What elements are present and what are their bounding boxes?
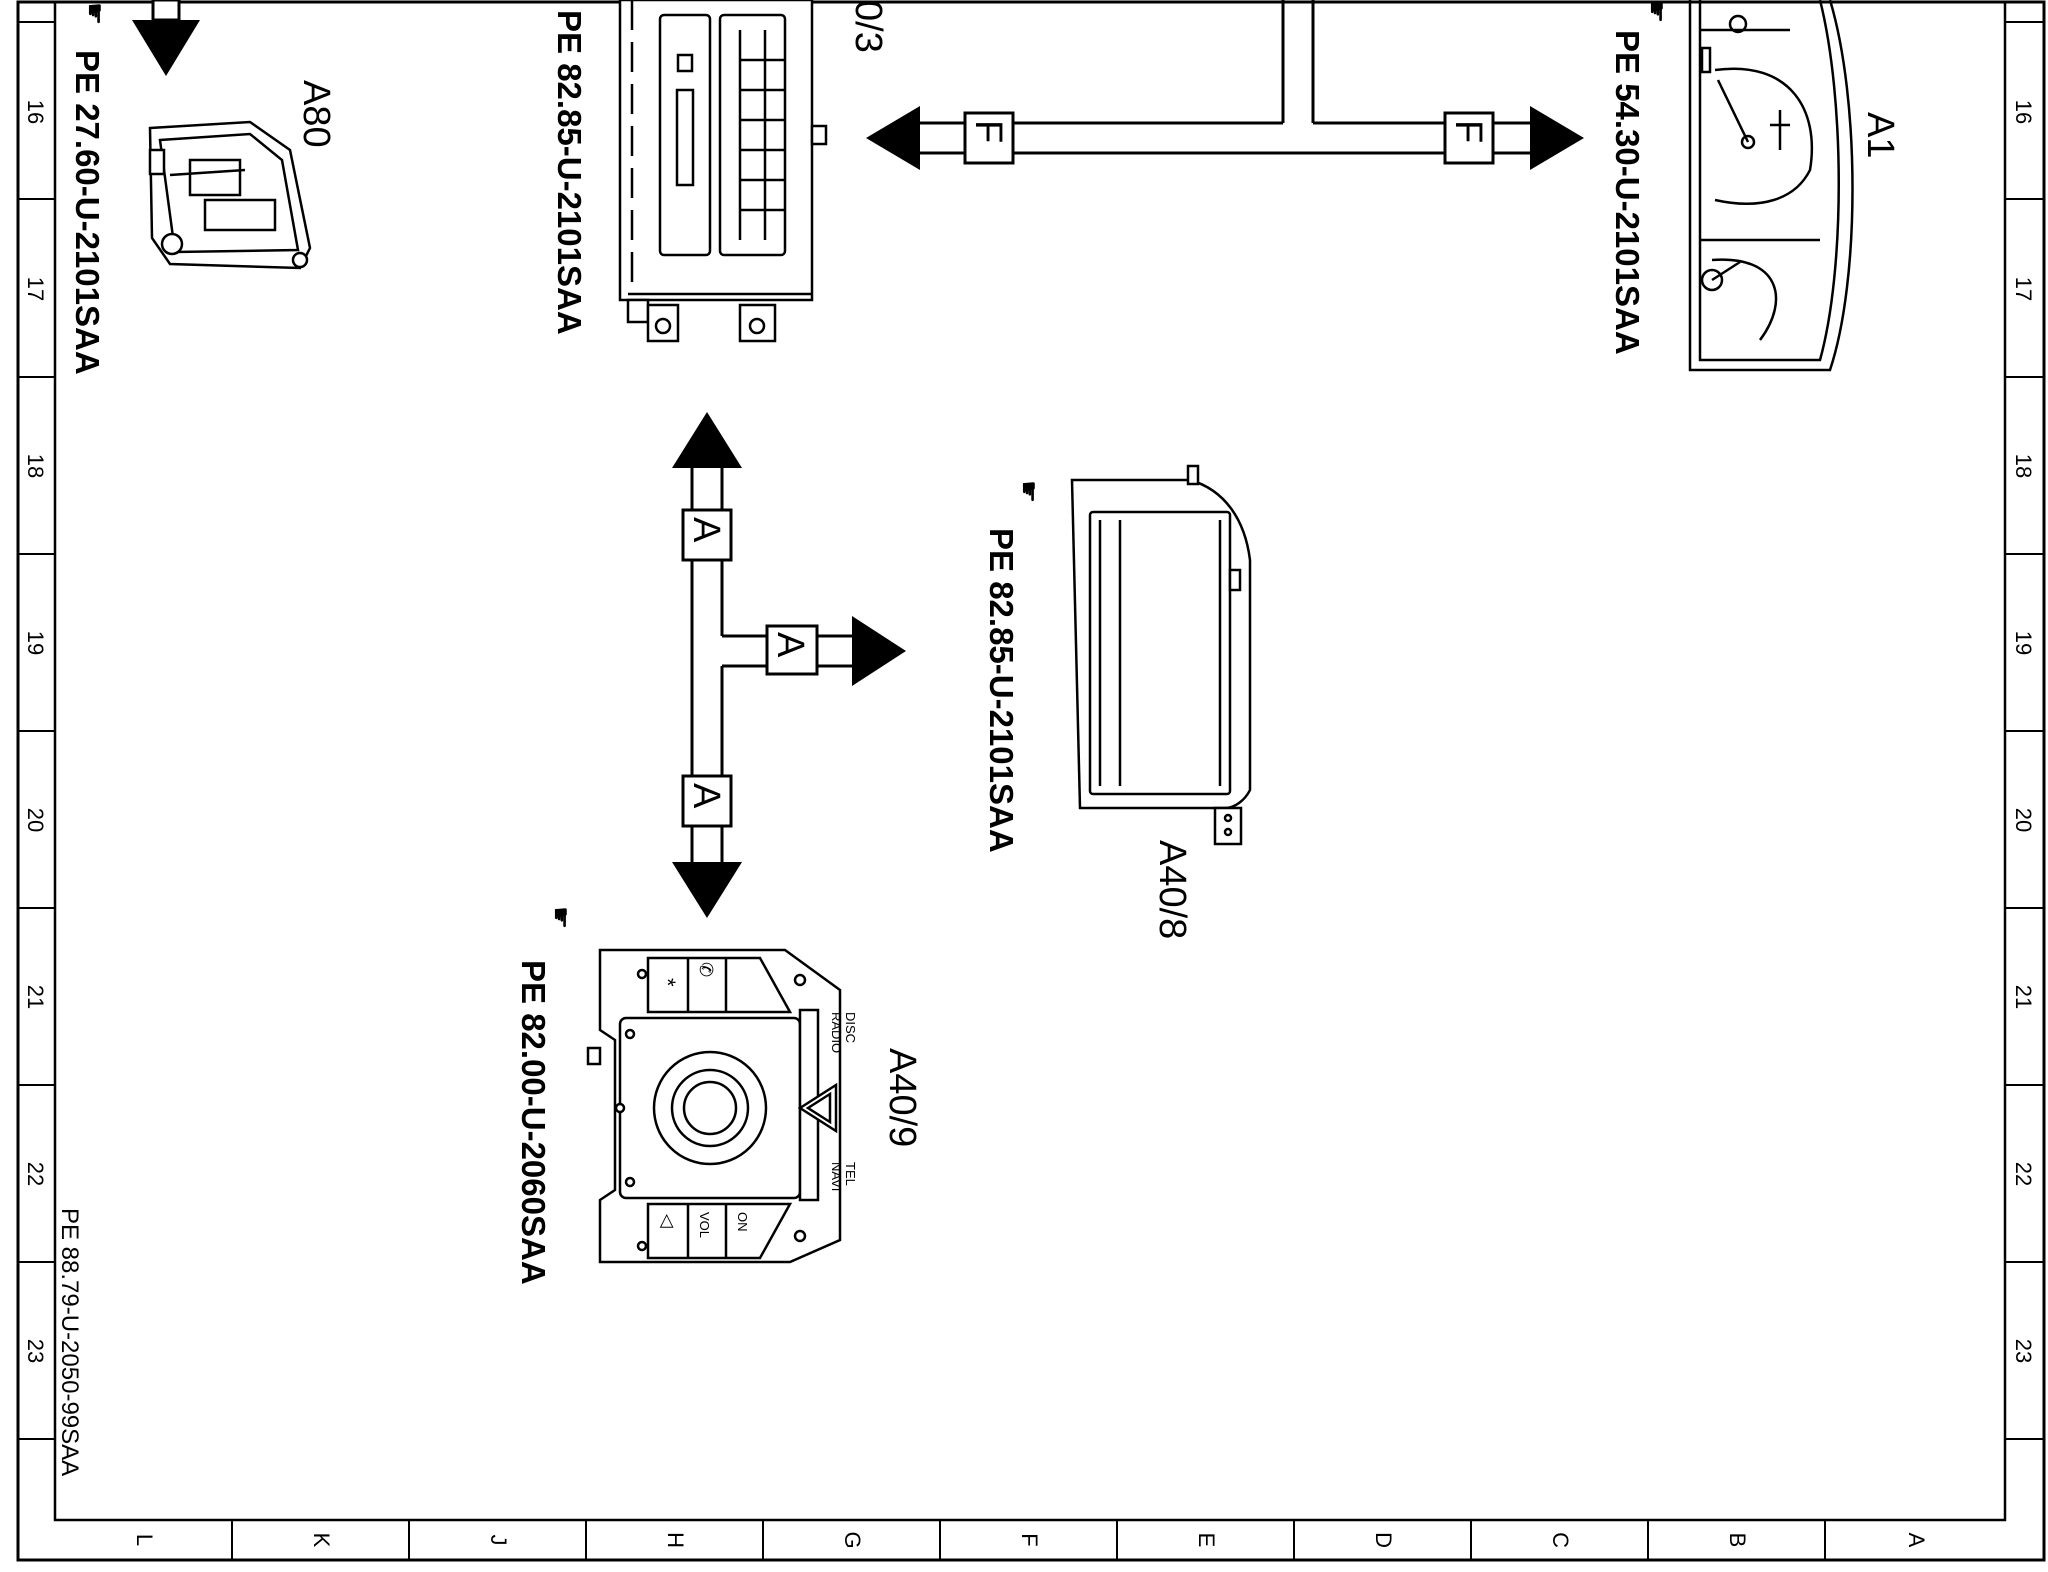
row-labels-left: 16 17 18 19 20 21 22 23 bbox=[23, 100, 48, 1363]
navi-button-label: NAVI bbox=[829, 1162, 844, 1191]
a80-module-drawing bbox=[148, 120, 312, 270]
row-label: 21 bbox=[23, 985, 48, 1009]
a80-ref-code: PE 27.60-U-2101SAA bbox=[69, 50, 106, 375]
a40-9-ref-code: PE 82.00-U-2060SAA bbox=[515, 960, 552, 1285]
col-label: L bbox=[132, 1534, 157, 1546]
row-label: 19 bbox=[23, 631, 48, 655]
a40-3-module-drawing bbox=[618, 0, 828, 343]
phone-icon: ✆ bbox=[696, 962, 716, 977]
disc-button-label: DISC bbox=[843, 1012, 858, 1043]
row-label: 18 bbox=[23, 454, 48, 478]
a40-3-ref-code: PE 82.85-U-2101SAA bbox=[551, 10, 588, 335]
a40-9-button-labels: * DISC RADIO TEL NAVI VOL ON ◁ ✆ bbox=[655, 962, 858, 1238]
a40-3-label-fragment: 0/3 bbox=[847, 0, 889, 53]
bus-a-tag-right: A bbox=[765, 624, 819, 676]
row-label: 17 bbox=[2011, 277, 2036, 301]
drawing-number: PE 88.79-U-2050-99SAA bbox=[56, 1208, 83, 1476]
svg-text:A: A bbox=[685, 783, 727, 809]
a40-8-label: A40/8 bbox=[1151, 840, 1193, 939]
star-button-label: * bbox=[655, 978, 680, 987]
bus-a-tag-top: A bbox=[681, 508, 733, 562]
on-button-label: ON bbox=[735, 1212, 750, 1232]
col-label: F bbox=[1017, 1533, 1042, 1546]
bus-f-tag-right: F bbox=[1443, 111, 1495, 165]
a80-label: A80 bbox=[295, 80, 337, 148]
tel-button-label: TEL bbox=[843, 1162, 858, 1186]
col-label: J bbox=[486, 1535, 511, 1546]
row-label: 16 bbox=[23, 100, 48, 124]
svg-text:F: F bbox=[1447, 120, 1489, 143]
row-label: 16 bbox=[2011, 100, 2036, 124]
row-label: 23 bbox=[2011, 1339, 2036, 1363]
bus-f-arrow-left bbox=[866, 106, 920, 170]
col-label: D bbox=[1371, 1532, 1396, 1548]
bus-a-arrow-down bbox=[672, 862, 742, 918]
a1-ref-code: PE 54.30-U-2101SAA bbox=[1609, 30, 1646, 355]
a80-down-arrow bbox=[132, 0, 200, 76]
row-label: 18 bbox=[2011, 454, 2036, 478]
row-label: 21 bbox=[2011, 985, 2036, 1009]
bus-f-wire bbox=[920, 0, 1530, 155]
bus-a-arrow-up bbox=[672, 412, 742, 468]
a1-label: A1 bbox=[1859, 112, 1901, 158]
col-label: K bbox=[309, 1533, 334, 1548]
row-label: 20 bbox=[23, 808, 48, 832]
col-label: A bbox=[1904, 1533, 1929, 1548]
bus-a-arrow-right bbox=[852, 616, 906, 686]
row-label: 20 bbox=[2011, 808, 2036, 832]
hand-pointer-icon: ☛ bbox=[80, 2, 110, 25]
hand-pointer-icon: ☛ bbox=[1642, 0, 1672, 23]
col-label: B bbox=[1725, 1533, 1750, 1548]
hand-pointer-icon: ☛ bbox=[1014, 480, 1044, 503]
bus-a-tag-bottom: A bbox=[681, 774, 733, 828]
row-label: 19 bbox=[2011, 631, 2036, 655]
radio-button-label: RADIO bbox=[829, 1012, 844, 1053]
column-labels: L K J H G F E D C B A bbox=[132, 1531, 1929, 1548]
row-labels-right: 16 17 18 19 20 21 22 23 bbox=[2011, 100, 2036, 1363]
mute-icon: ◁ bbox=[658, 1214, 678, 1228]
a40-8-ref-code: PE 82.85-U-2101SAA bbox=[983, 528, 1020, 853]
row-label: 22 bbox=[23, 1162, 48, 1186]
bus-f-tag-left: F bbox=[963, 111, 1015, 165]
row-label: 23 bbox=[23, 1339, 48, 1363]
hand-pointer-icon: ☛ bbox=[546, 906, 576, 929]
a40-9-control-unit-drawing bbox=[586, 948, 842, 1264]
col-label: H bbox=[663, 1532, 688, 1548]
col-label: G bbox=[840, 1531, 865, 1548]
row-label: 22 bbox=[2011, 1162, 2036, 1186]
svg-text:A: A bbox=[769, 632, 811, 658]
drawing-frame bbox=[16, 0, 2046, 1562]
svg-text:F: F bbox=[967, 120, 1009, 143]
row-label: 17 bbox=[23, 277, 48, 301]
col-label: E bbox=[1194, 1533, 1219, 1548]
bus-f-arrow-right bbox=[1530, 106, 1584, 170]
a40-8-display-drawing bbox=[1070, 464, 1252, 846]
a1-instrument-cluster-drawing bbox=[1688, 0, 1854, 372]
vol-button-label: VOL bbox=[697, 1212, 712, 1238]
svg-text:A: A bbox=[685, 517, 727, 543]
a40-9-label: A40/9 bbox=[881, 1048, 923, 1147]
col-label: C bbox=[1548, 1532, 1573, 1548]
